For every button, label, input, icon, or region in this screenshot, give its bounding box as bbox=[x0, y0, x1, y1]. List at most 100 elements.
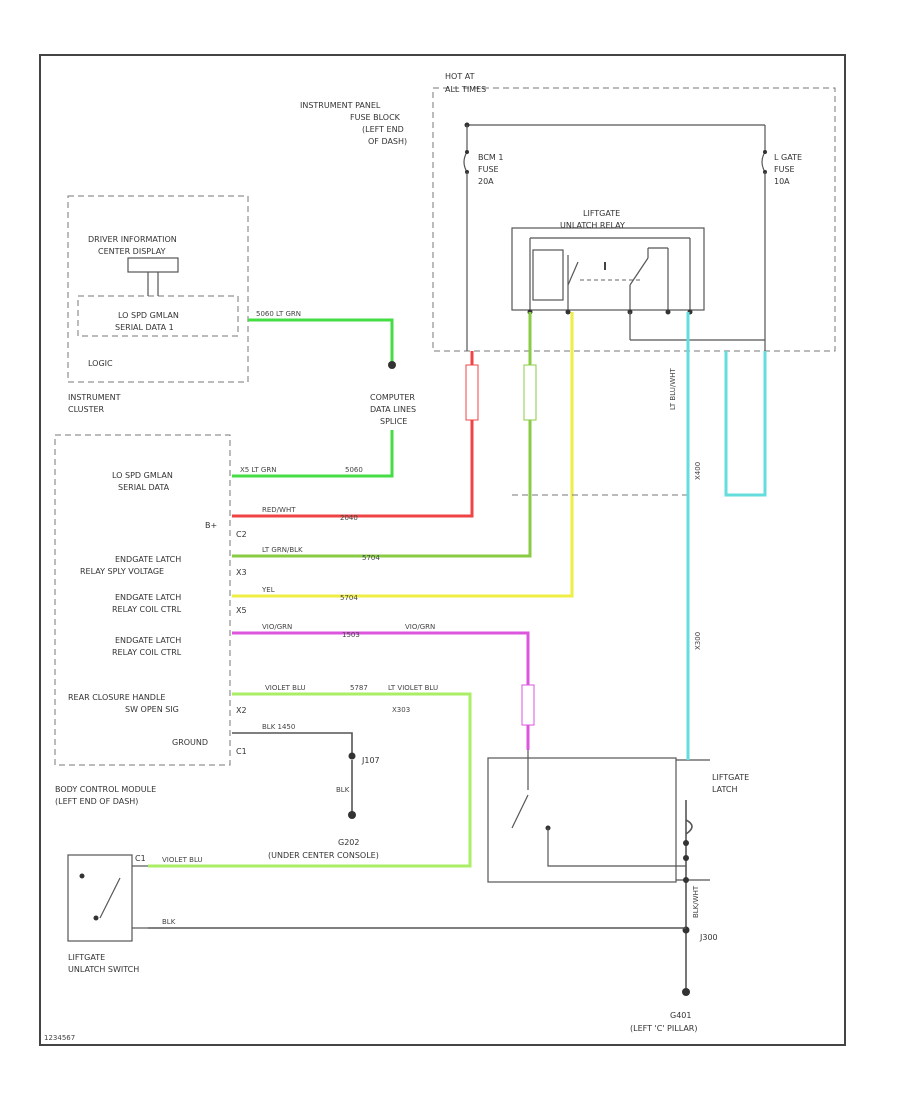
ground-label: GROUND bbox=[172, 738, 208, 747]
liftgate-switch-label-2: UNLATCH SWITCH bbox=[68, 965, 139, 974]
instrument-cluster-label-2: CLUSTER bbox=[68, 405, 105, 414]
violet-blu-wire-circuit: 5787 bbox=[350, 684, 368, 692]
lt-blu-wht-wire-label: LT BLU/WHT bbox=[669, 368, 677, 410]
latch-coil2-label-2: RELAY COIL CTRL bbox=[112, 648, 182, 657]
ip-fuse-block-label-4: OF DASH) bbox=[368, 137, 407, 146]
lt-grn-wire-dic bbox=[248, 318, 394, 362]
fuse-terminal bbox=[763, 150, 767, 154]
latch-ground-node bbox=[683, 855, 689, 861]
j107-label: J107 bbox=[361, 756, 380, 765]
switch-blk-label: BLK bbox=[162, 918, 176, 926]
lt-grn-wire-bcm bbox=[232, 430, 394, 478]
liftgate-latch-label-2: LATCH bbox=[712, 785, 738, 794]
vio-grn-vertical-tag bbox=[521, 684, 535, 726]
latch-ground-node bbox=[683, 840, 689, 846]
liftgate-switch-box bbox=[67, 854, 133, 942]
bcm-ground-wire-label-2: BLK bbox=[336, 786, 350, 794]
lt-blu-wht-loop bbox=[724, 351, 767, 497]
lt-blu-wht-circuit: X300 bbox=[694, 632, 702, 650]
latch-lead bbox=[547, 828, 686, 867]
latch-voltage-label-2: RELAY SPLY VOLTAGE bbox=[80, 567, 164, 576]
pin-x2: X2 bbox=[236, 706, 247, 715]
dic-label-2: CENTER DISPLAY bbox=[98, 247, 166, 256]
bcm-ground-wire bbox=[232, 732, 353, 755]
bcm1-fuse-icon bbox=[463, 151, 468, 173]
yel-wire-label: YEL bbox=[261, 586, 275, 594]
hot-at-label: HOT AT bbox=[445, 72, 475, 81]
latch-coil1-label-1: ENDGATE LATCH bbox=[115, 593, 181, 602]
instrument-cluster-box bbox=[67, 195, 249, 383]
bcm-lo-spd-label-1: LO SPD GMLAN bbox=[112, 471, 173, 480]
lgate-fuse-icon bbox=[761, 151, 766, 173]
vio-grn-wire-circuit: 1503 bbox=[342, 631, 360, 639]
liftgate-latch-box bbox=[487, 757, 677, 883]
pin-x5: X5 bbox=[236, 606, 247, 615]
bcm-box bbox=[54, 434, 231, 766]
pin-x3: X3 bbox=[236, 568, 247, 577]
violet-blu-wire-label-2: LT VIOLET BLU bbox=[388, 684, 438, 692]
bcm-ground-wire-label: BLK 1450 bbox=[262, 723, 295, 731]
bcm1-fuse-label-1: BCM 1 bbox=[478, 153, 503, 162]
relay-label-1: LIFTGATE bbox=[583, 209, 620, 218]
vio-grn-wire-label: VIO/GRN bbox=[262, 623, 292, 631]
g202-label-2: (UNDER CENTER CONSOLE) bbox=[268, 851, 379, 860]
diagram-frame bbox=[39, 54, 846, 1046]
lt-grn-wire-bcm-label: X5 LT GRN bbox=[240, 466, 276, 474]
data-splice-label-1: COMPUTER bbox=[370, 393, 415, 402]
b-plus-label: B+ bbox=[205, 521, 217, 530]
switch-terminal bbox=[79, 873, 85, 879]
relay-terminal bbox=[665, 309, 671, 315]
all-times-label: ALL TIMES bbox=[445, 85, 486, 94]
bcm-label-2: (LEFT END OF DASH) bbox=[55, 797, 138, 806]
lt-grn-blk-wire bbox=[232, 312, 532, 558]
latch-voltage-label-1: ENDGATE LATCH bbox=[115, 555, 181, 564]
switch-violet-label: VIOLET BLU bbox=[162, 856, 203, 864]
lt-grn-blk-wire-label: LT GRN/BLK bbox=[262, 546, 303, 554]
red-wht-wire-circuit: 2040 bbox=[340, 514, 358, 522]
latch-ground-wire bbox=[685, 819, 693, 835]
vio-grn-wire-label-2: VIO/GRN bbox=[405, 623, 435, 631]
bcm1-fuse-label-3: 20A bbox=[478, 177, 494, 186]
rear-closure-label-1: REAR CLOSURE HANDLE bbox=[68, 693, 165, 702]
g401-ground-icon bbox=[682, 988, 690, 996]
liftgate-switch-contact bbox=[99, 877, 121, 919]
liftgate-relay-box bbox=[511, 227, 705, 311]
instrument-cluster-label-1: INSTRUMENT bbox=[68, 393, 121, 402]
red-wht-wire bbox=[232, 351, 474, 518]
data-splice-label-2: DATA LINES bbox=[370, 405, 416, 414]
switch-terminal bbox=[93, 915, 99, 921]
liftgate-switch-label-1: LIFTGATE bbox=[68, 953, 105, 962]
latch-ground-wire-label: BLK/WHT bbox=[692, 885, 700, 918]
g401-label-1: G401 bbox=[670, 1011, 691, 1020]
yel-wire bbox=[232, 312, 574, 598]
dic-lo-spd-label-2: SERIAL DATA 1 bbox=[115, 323, 174, 332]
pin-c1: C1 bbox=[236, 747, 247, 756]
g401-label-2: (LEFT 'C' PILLAR) bbox=[630, 1024, 697, 1033]
rear-closure-label-2: SW OPEN SIG bbox=[125, 705, 179, 714]
lgate-fuse-label-1: L GATE bbox=[774, 153, 802, 162]
red-wht-wire-label: RED/WHT bbox=[262, 506, 296, 514]
dic-label-1: DRIVER INFORMATION bbox=[88, 235, 177, 244]
ip-fuse-block-label-1: INSTRUMENT PANEL bbox=[300, 101, 381, 110]
pin-switch: C1 bbox=[135, 854, 146, 863]
red-wht-vertical-tag bbox=[465, 364, 479, 421]
j300-label: J300 bbox=[699, 933, 718, 942]
liftgate-latch-label-1: LIFTGATE bbox=[712, 773, 749, 782]
relay-switch-b bbox=[629, 257, 649, 286]
dic-display-icon bbox=[127, 257, 179, 273]
bcm-lo-spd-label-2: SERIAL DATA bbox=[118, 483, 170, 492]
latch-coil1-label-2: RELAY COIL CTRL bbox=[112, 605, 182, 614]
latch-coil2-label-1: ENDGATE LATCH bbox=[115, 636, 181, 645]
lt-grn-wire-dic-label: 5060 LT GRN bbox=[256, 310, 301, 318]
latch-switch bbox=[511, 794, 529, 829]
violet-blu-connector: X303 bbox=[392, 706, 410, 714]
data-splice-node bbox=[388, 361, 396, 369]
lgate-fuse-label-2: FUSE bbox=[774, 165, 795, 174]
lt-blu-wht-connector: X400 bbox=[694, 462, 702, 480]
footer-id: 1234567 bbox=[44, 1034, 75, 1042]
lt-grn-blk-wire-circuit: 5704 bbox=[362, 554, 380, 562]
relay-coil bbox=[532, 249, 564, 301]
logic-label: LOGIC bbox=[88, 359, 113, 368]
bcm1-fuse-label-2: FUSE bbox=[478, 165, 499, 174]
